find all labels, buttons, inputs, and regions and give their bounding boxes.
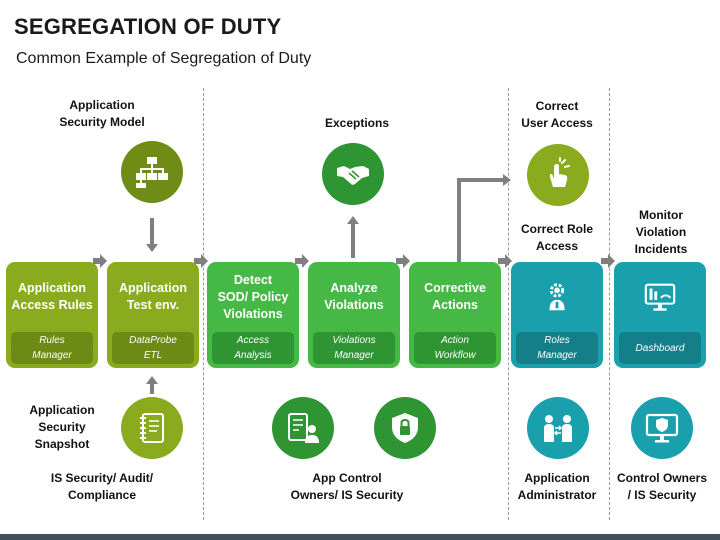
footer-bar — [0, 534, 720, 540]
label-control-owners: Control Owners / IS Security — [616, 471, 707, 502]
shield-lock-icon — [392, 413, 418, 443]
box-roles-manager[interactable]: Roles Manager — [511, 262, 603, 368]
notebook-icon — [140, 413, 164, 443]
box-tool: Access Analysis — [212, 332, 294, 364]
app-control-circle-1 — [272, 397, 334, 459]
hierarchy-icon — [136, 157, 168, 188]
box-title: Application Access Rules — [11, 281, 93, 312]
label-app-administrator: Application Administrator — [517, 471, 597, 502]
arrow-down — [146, 218, 158, 252]
page-subtitle: Common Example of Segregation of Duty — [16, 50, 312, 67]
box-detect-violations[interactable]: Detect SOD/ Policy Violations Access Ana… — [207, 262, 299, 368]
box-corrective-actions[interactable]: Corrective Actions Action Workflow — [409, 262, 501, 368]
label-app-control-owners: App Control Owners/ IS Security — [290, 471, 404, 502]
label-security-snapshot: Application Security Snapshot — [29, 403, 95, 451]
box-title: Detect SOD/ Policy Violations — [217, 272, 289, 321]
box-tool: Action Workflow — [414, 332, 496, 364]
box-analyze-violations[interactable]: Analyze Violations Violations Manager — [308, 262, 400, 368]
two-people-icon — [544, 415, 572, 442]
document-person-icon — [288, 413, 319, 443]
box-tool: Violations Manager — [313, 332, 395, 364]
box-test-env[interactable]: Application Test env. DataProbe ETL — [107, 262, 199, 368]
box-tool: DataProbe ETL — [112, 332, 194, 364]
click-hand-icon — [549, 157, 570, 187]
box-icon-area — [614, 262, 706, 332]
arrow-up — [347, 216, 359, 258]
box-tool: Rules Manager — [11, 332, 93, 364]
section-divider — [508, 88, 509, 520]
handshake-icon — [337, 166, 369, 185]
box-title: Application Test env. — [118, 281, 188, 312]
box-title: Analyze Violations — [324, 281, 384, 312]
app-control-circle-2 — [374, 397, 436, 459]
box-dashboard[interactable]: Dashboard — [614, 262, 706, 368]
label-correct-user-access: Correct User Access — [521, 99, 593, 130]
label-is-security-audit: IS Security/ Audit/ Compliance — [50, 471, 154, 502]
box-title: Corrective Actions — [424, 281, 486, 312]
snapshot-circle — [121, 397, 183, 459]
box-tool: Roles Manager — [516, 332, 598, 364]
page-title: SEGREGATION OF DUTY — [14, 14, 282, 39]
label-correct-role-access: Correct Role Access — [520, 222, 594, 253]
admin-circle — [527, 397, 589, 459]
shield-monitor-icon — [645, 413, 679, 443]
box-icon-area — [511, 262, 603, 332]
correct-access-circle — [527, 144, 589, 206]
box-tool: Dashboard — [619, 332, 701, 364]
gear-person-icon — [549, 283, 565, 311]
monitor-dashboard-icon — [644, 283, 676, 311]
arrow-up — [146, 376, 158, 394]
label-security-model: Application Security Model — [59, 98, 145, 129]
label-exceptions: Exceptions — [324, 116, 390, 130]
section-divider — [203, 88, 204, 520]
security-model-circle — [121, 141, 183, 203]
section-divider — [609, 88, 610, 520]
label-monitor-incidents: Monitor Violation Incidents — [634, 208, 688, 256]
control-owners-circle — [631, 397, 693, 459]
exceptions-circle — [322, 143, 384, 205]
box-access-rules[interactable]: Application Access Rules Rules Manager — [6, 262, 98, 368]
